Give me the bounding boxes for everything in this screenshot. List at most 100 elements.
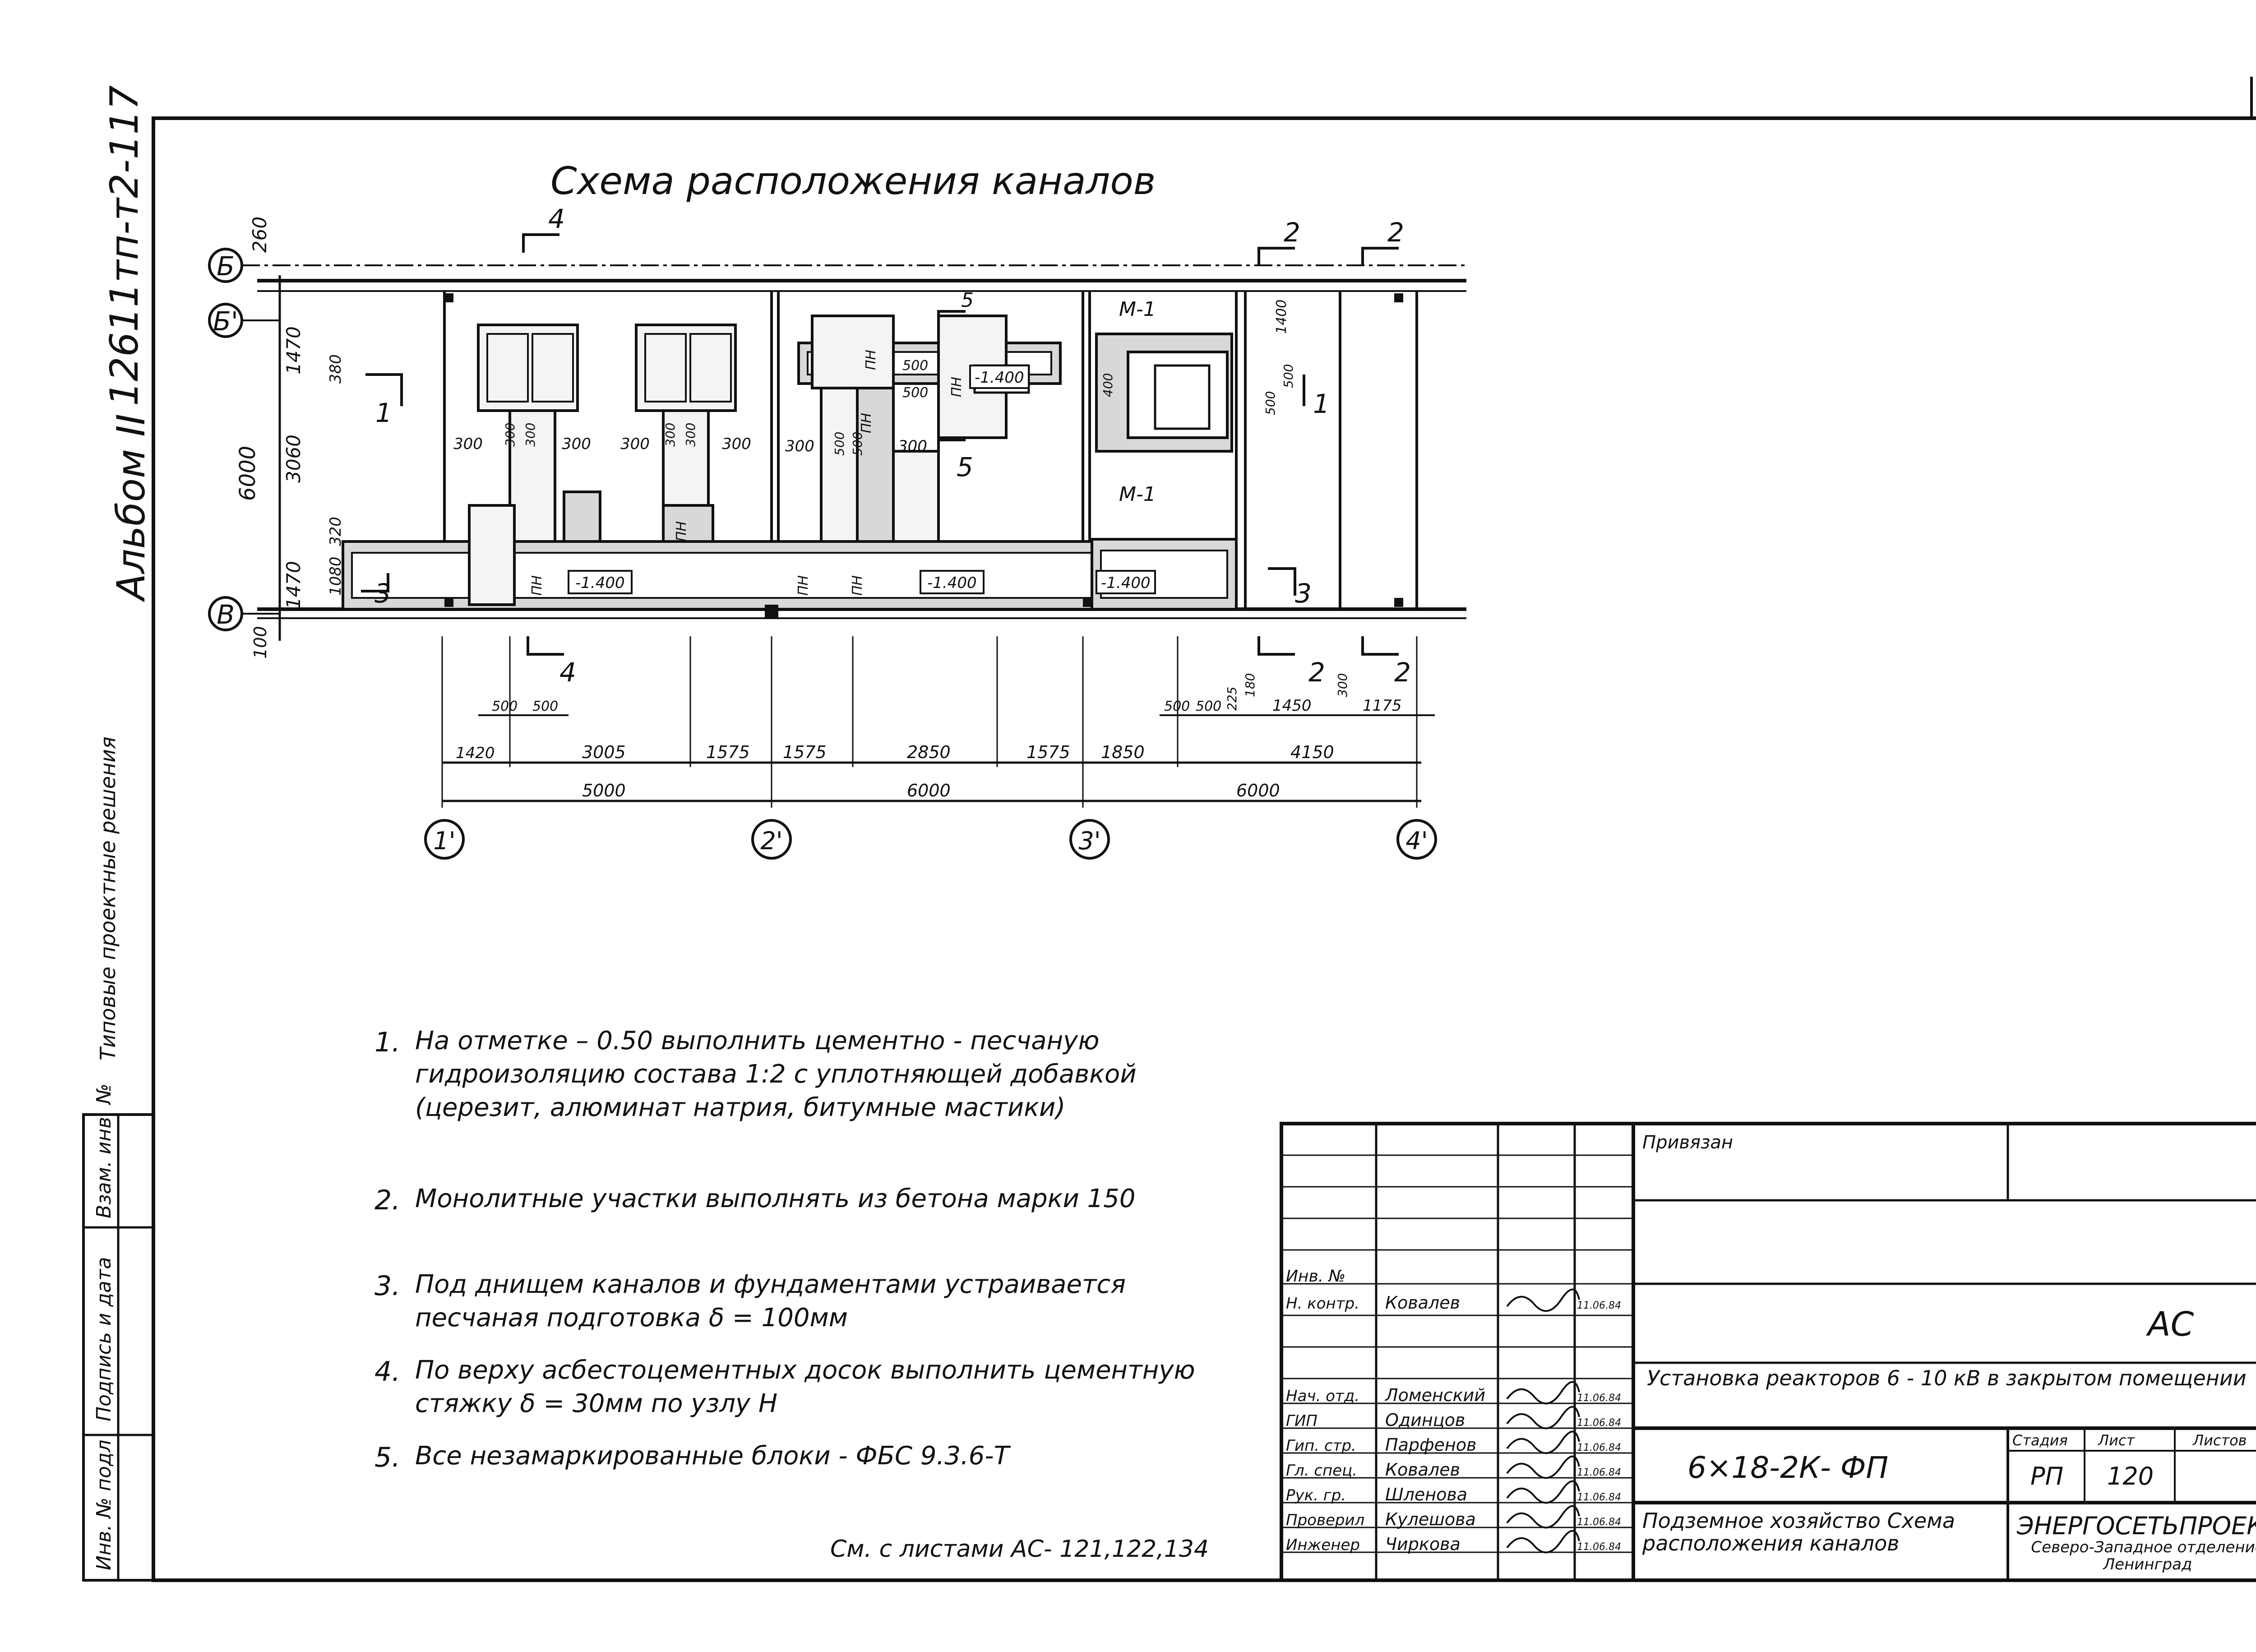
- svg-text:500: 500: [832, 432, 847, 456]
- svg-text:300: 300: [898, 437, 927, 455]
- svg-text:1080: 1080: [327, 556, 345, 596]
- axis-col-1: 1': [433, 827, 455, 855]
- staff-row: Проверил Кулешова 11.06.84: [1286, 1505, 1621, 1529]
- sheet-frame: [152, 116, 2256, 1582]
- svg-text:ГИП: ГИП: [1286, 1412, 1318, 1430]
- stage-header: Стадия: [2012, 1432, 2068, 1449]
- axis-col-2: 2': [760, 827, 782, 855]
- svg-text:Одинцов: Одинцов: [1385, 1410, 1465, 1430]
- see-sheets-note: См. с листами АС- 121,122,134: [830, 1536, 1209, 1563]
- signature: [1506, 1288, 1580, 1312]
- svg-text:6000: 6000: [235, 446, 260, 501]
- note-4-num: 4.: [374, 1356, 400, 1388]
- note-4: По верху асбестоцементных досок выполнит…: [415, 1356, 1195, 1418]
- svg-text:1175: 1175: [1363, 697, 1402, 715]
- note-3-num: 3.: [374, 1270, 400, 1302]
- svg-text:380: 380: [327, 354, 345, 384]
- svg-text:500: 500: [902, 358, 928, 374]
- axis-row-b-prime: Б': [213, 306, 238, 337]
- strip-sign-label: Подпись и дата: [92, 1257, 116, 1421]
- svg-text:2: 2: [1284, 217, 1300, 248]
- svg-text:4: 4: [548, 204, 565, 234]
- svg-text:12611тп-т2-117: 12611тп-т2-117: [102, 85, 147, 406]
- pn-label: ПН: [795, 575, 811, 596]
- svg-text:6000: 6000: [907, 781, 951, 801]
- svg-text:Чиркова: Чиркова: [1385, 1534, 1461, 1554]
- svg-text:320: 320: [327, 517, 345, 546]
- svg-text:300: 300: [453, 435, 483, 453]
- title-block: Привязан Инв. № АС Установка реакторов 6…: [1280, 1122, 2256, 1582]
- signature: [1506, 1455, 1580, 1479]
- note-2: Монолитные участки выполнять из бетона м…: [415, 1184, 1136, 1213]
- svg-text:2: 2: [1308, 657, 1325, 688]
- svg-text:Ломенский: Ломенский: [1384, 1385, 1485, 1405]
- pn-label: ПН: [850, 575, 865, 596]
- staff-row: Гл. спец. Ковалев 11.06.84: [1286, 1455, 1621, 1480]
- svg-text:Ковалев: Ковалев: [1385, 1460, 1460, 1480]
- svg-text:Нач. отд.: Нач. отд.: [1286, 1387, 1359, 1405]
- svg-text:11.06.84: 11.06.84: [1577, 1393, 1621, 1404]
- side-series: Типовые проектные решения: [96, 736, 120, 1060]
- svg-text:2850: 2850: [907, 742, 951, 762]
- svg-text:300: 300: [722, 435, 751, 453]
- inv-label: Инв. №: [1286, 1267, 1345, 1286]
- note-5: Все незамаркированные блоки - ФБС 9.3.6-…: [415, 1441, 1009, 1471]
- bottom-small-dimensions: 500 500 500 500 225 180 300 1450 1175: [478, 673, 1435, 716]
- org-name: ЭНЕРГОСЕТЬПРОЕКТ: [2016, 1512, 2256, 1540]
- svg-text:Гип. стр.: Гип. стр.: [1286, 1437, 1356, 1455]
- svg-text:2: 2: [1394, 657, 1411, 688]
- elevation-label: -1.400: [975, 369, 1024, 387]
- svg-text:1450: 1450: [1272, 697, 1312, 715]
- section-mark: 4: [522, 204, 565, 253]
- svg-text:500: 500: [902, 385, 928, 401]
- svg-text:Альбом II: Альбом II: [109, 414, 154, 602]
- svg-text:1850: 1850: [1101, 742, 1145, 762]
- plan-title: Схема расположения каналов: [550, 159, 1156, 203]
- svg-text:11.06.84: 11.06.84: [1577, 1417, 1621, 1429]
- note-5-num: 5.: [374, 1442, 400, 1473]
- axis-row-v: В: [217, 599, 235, 630]
- sheet-value: 120: [2107, 1462, 2154, 1490]
- svg-text:1420: 1420: [456, 744, 495, 762]
- staff-row: Н. контр. Ковалев 11.06.84: [1286, 1288, 1621, 1313]
- staff-row: Рук. гр. Шленова 11.06.84: [1286, 1480, 1621, 1504]
- pn-label: ПН: [859, 413, 874, 433]
- row-axes: Б Б' В: [208, 248, 1466, 631]
- signature: [1506, 1505, 1580, 1529]
- sheets-header: Листов: [2192, 1432, 2247, 1449]
- svg-text:100: 100: [250, 626, 270, 659]
- svg-text:1470: 1470: [282, 561, 305, 609]
- svg-text:Ковалев: Ковалев: [1385, 1293, 1460, 1313]
- svg-text:3005: 3005: [582, 742, 626, 762]
- drawing-code: 6×18-2К- ФП: [1687, 1450, 1888, 1485]
- left-dimensions: 260 1470 6000 3060 1470 100 380 320 1080: [235, 217, 345, 659]
- staff-row: Инженер Чиркова 11.06.84: [1286, 1530, 1621, 1554]
- svg-text:5: 5: [961, 289, 974, 312]
- svg-text:300: 300: [1335, 673, 1350, 697]
- svg-text:3: 3: [374, 578, 391, 609]
- pn-label: ПН: [529, 575, 545, 596]
- signature: [1506, 1480, 1580, 1504]
- svg-text:6000: 6000: [1236, 781, 1280, 801]
- strip-replace-label: Взам. инв. №: [92, 1083, 116, 1218]
- staff-row: ГИП Одинцов 11.06.84: [1286, 1406, 1621, 1430]
- staff-row: Нач. отд. Ломенский 11.06.84: [1286, 1381, 1621, 1405]
- strip-inv-label: Инв. № подл: [92, 1439, 116, 1570]
- stage-value: РП: [2030, 1462, 2063, 1490]
- svg-text:180: 180: [1243, 673, 1257, 697]
- pn-labels: ПН ПН ПН ПН ПН ПН ПН: [529, 350, 965, 596]
- note-1: На отметке – 0.50 выполнить цементно - п…: [415, 1026, 1137, 1122]
- section-mark: 1: [365, 373, 403, 428]
- org-sub: Северо-Западное отделение Ленинград: [2031, 1539, 2256, 1573]
- svg-text:Инженер: Инженер: [1286, 1536, 1360, 1554]
- staff-row: Гип. стр. Парфенов 11.06.84: [1286, 1430, 1621, 1455]
- signature: [1506, 1530, 1580, 1554]
- svg-text:Парфенов: Парфенов: [1385, 1435, 1476, 1455]
- svg-text:1: 1: [375, 398, 392, 428]
- svg-text:3060: 3060: [282, 435, 305, 483]
- signature: [1506, 1430, 1580, 1454]
- svg-text:300: 300: [523, 423, 538, 447]
- svg-text:300: 300: [785, 437, 814, 455]
- svg-text:1: 1: [1313, 389, 1330, 419]
